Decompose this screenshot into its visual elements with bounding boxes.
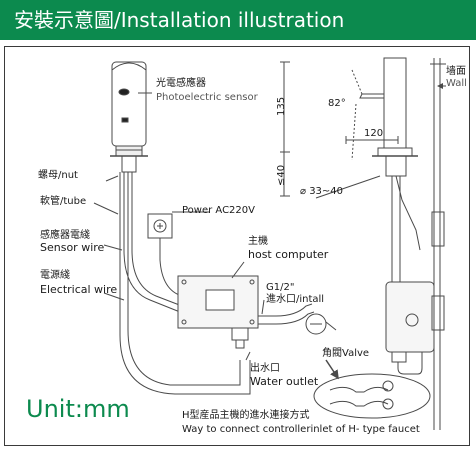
diagram-frame	[4, 46, 470, 446]
inlet-label: 進水口/intall	[266, 294, 325, 305]
caption-en: Way to connect controllerinlet of H- typ…	[182, 424, 420, 435]
dim-40-label: ≤40	[276, 164, 287, 186]
header-bar: 安裝示意圖/Installation illustration	[0, 0, 476, 40]
sensor-wire-label-zh: 感應器電綫	[40, 230, 90, 241]
tube-lines	[119, 172, 251, 395]
elec-wire-label-zh: 電源綫	[40, 270, 70, 281]
dimensions	[280, 61, 399, 199]
outlet-label-en: Water outlet	[250, 375, 319, 388]
dim-135-label: 135	[276, 96, 287, 116]
sensor-wire-label-en: Sensor wire	[40, 241, 105, 254]
left-faucet	[110, 61, 148, 173]
sensor-label-zh: 光電感應器	[156, 78, 206, 89]
outlet-label-zh: 出水口	[250, 363, 280, 374]
elec-wire-label-en: Electrical wire	[40, 283, 118, 296]
connector-detail	[313, 359, 431, 419]
nut-label: 螺母/nut	[38, 170, 78, 181]
page-title: 安裝示意圖/Installation illustration	[14, 8, 345, 32]
dim-120-label: 120	[364, 128, 384, 139]
valve-label: 角閥Valve	[322, 348, 370, 359]
angle-label: 82°	[328, 98, 346, 109]
g12-label: G1/2"	[266, 282, 295, 293]
wall-label-en: Wall	[446, 78, 467, 89]
tube-label: 軟管/tube	[40, 196, 87, 207]
wall-label-zh: 墙面	[446, 66, 466, 77]
power-label: Power AC220V	[182, 205, 255, 216]
diameter-label: ⌀ 33~40	[300, 186, 344, 197]
caption-zh: H型産品主機的進水連接方式	[182, 410, 310, 421]
right-faucet	[351, 57, 446, 430]
unit-label: Unit:mm	[26, 395, 130, 423]
host-label-zh: 主機	[248, 236, 268, 247]
host-label-en: host computer	[248, 248, 329, 261]
host-computer	[177, 275, 337, 349]
sensor-label-en: Photoelectric sensor	[156, 92, 258, 103]
power-socket	[147, 213, 183, 297]
